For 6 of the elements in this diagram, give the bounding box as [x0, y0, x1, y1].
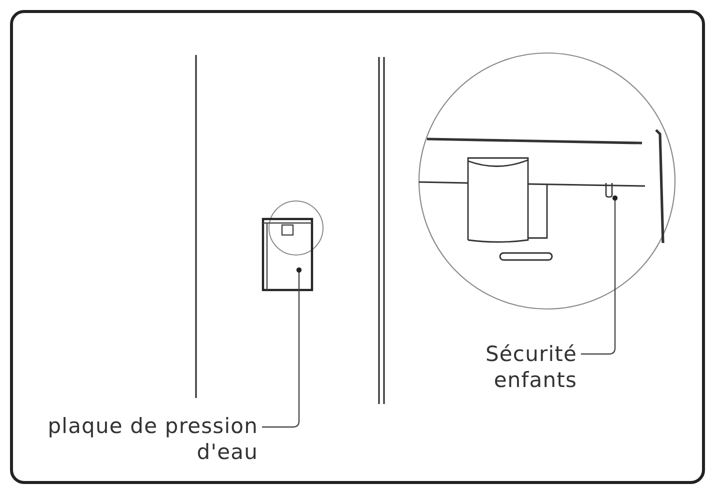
- callout-label: Sécurité enfants: [440, 341, 581, 393]
- pressure-plate-drawing: [261, 217, 314, 292]
- callout-label: plaque de pression d'eau: [16, 413, 262, 465]
- leader-line: [581, 195, 618, 355]
- child-lock-tab: [605, 183, 613, 198]
- leader-line: [262, 267, 302, 428]
